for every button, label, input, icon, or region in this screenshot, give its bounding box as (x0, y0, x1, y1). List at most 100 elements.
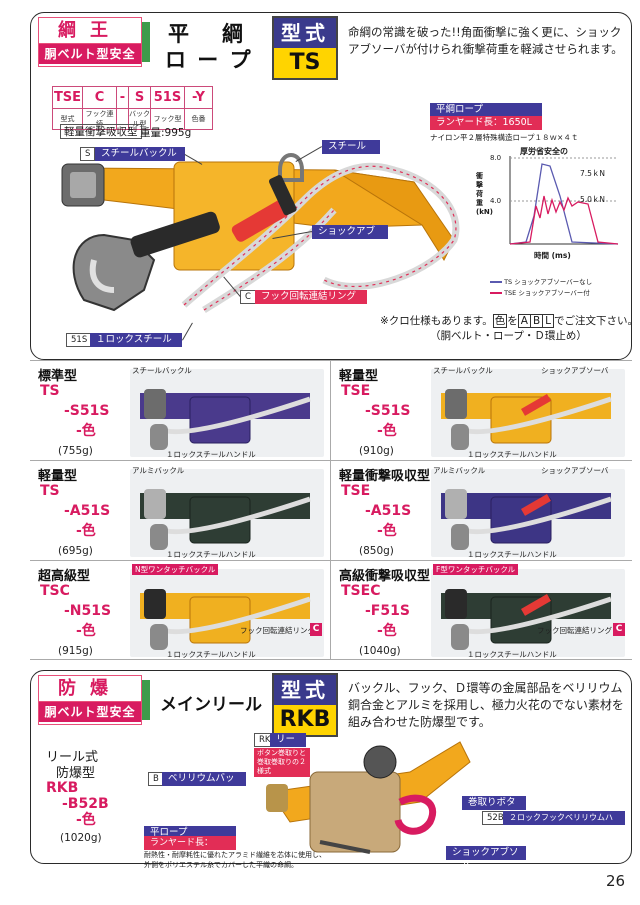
rkb-weight: (1020g) (60, 832, 102, 844)
note-prefix: ※クロ仕様もあります。 (380, 315, 493, 327)
grid-cell-5-handle: １ロックスチールハンドル (467, 650, 557, 659)
rkb-title: メインリール (160, 695, 262, 715)
ts-type-label: 型式 (274, 18, 336, 48)
grid-cell-0-code1: TS (40, 383, 60, 399)
grid-cell-0-code3: -色 (76, 423, 96, 439)
legend-tse-label: TSE ショックアブソーバー付 (504, 289, 590, 297)
rkb-code3: -色 (76, 812, 96, 828)
rkb-reel-desc: ボタン巻取りと巻取巻取りの２様式 (254, 748, 310, 777)
grid-cell-0-photo (130, 369, 324, 457)
grid-cell-1: 軽量型 TSE -S51S -色 (910g) スチールバックル ショックアブソ… (331, 360, 632, 460)
rkb-brand-bottom: 胴ベルト型安全帯 (39, 702, 141, 739)
legend-tse-swatch (490, 292, 502, 294)
grid-cell-1-weight: (910g) (359, 445, 394, 457)
ts-weight: 重量:995g (140, 127, 192, 139)
ts-s-code: S (80, 147, 96, 161)
code-buckle: S (128, 86, 151, 109)
chart-series-tse (509, 195, 619, 245)
note-color-char: 色 (492, 314, 508, 328)
note-l: L (543, 314, 555, 328)
grid-cell-3-code2: -A51S (365, 503, 412, 519)
grid-cell-4-name: 超高級型 (38, 569, 91, 584)
chart-legend-tse: TSE ショックアブソーバー付 (490, 287, 590, 297)
chart-annot-50: 5.0ｋN (580, 195, 606, 204)
grid-cell-0-weight: (755g) (58, 445, 93, 457)
note-a: A (517, 314, 531, 328)
grid-cell-2-photo (130, 469, 324, 557)
ts-green-bar (142, 22, 150, 62)
grid-cell-0: 標準型 TS -S51S -色 (755g) スチールバックル １ロックスチール… (30, 360, 330, 460)
ts-brand-tag: 綱王 胴ベルト型安全帯 (38, 17, 142, 81)
grid-cell-4-photo (130, 569, 324, 657)
grid-cell-2-code2: -A51S (64, 503, 111, 519)
note-mid: を (507, 315, 518, 327)
code-color: -Y (184, 86, 213, 109)
ts-hook-tag: １ロックスチールフック (90, 333, 182, 359)
rkb-illustration (266, 741, 471, 854)
grid-cell-3-buckle: アルミバックル (433, 466, 486, 475)
ts-d-ring-tag: スチールＤ環 (322, 140, 380, 166)
grid-cell-4-code3: -色 (76, 623, 96, 639)
grid-cell-4-code1: TSC (40, 583, 70, 599)
grid-cell-2: 軽量型 TS -A51S -色 (695g) アルミバックル １ロックスチールハ… (30, 460, 330, 560)
legend-ts-swatch (490, 281, 502, 283)
rkb-buckle-tag: ベリリウムバックル (162, 772, 246, 798)
ts-title-line2: ロ ー プ (165, 48, 253, 72)
grid-cell-5-code1: TSEC (341, 583, 381, 599)
grid-cell-5-photo (431, 569, 625, 657)
rkb-green-bar (142, 680, 150, 720)
grid-cell-4: 超高級型 TSC -N51S -色 (915g) N型ワンタッチバックル フック… (30, 560, 330, 660)
impact-chart: 厚労省安全の 衝撃荷重 (kN) 8.0 4.0 7.5ｋN 5.0ｋN 時間 … (476, 146, 626, 306)
ts-note-line2: （胴ベルト・ロープ・Ｄ環止め） (430, 330, 587, 342)
rkb-code1: RKB (46, 780, 79, 796)
grid-cell-4-buckle: N型ワンタッチバックル (132, 564, 219, 575)
grid-cell-1-photo (431, 369, 625, 457)
ts-main-illustration (61, 153, 460, 313)
grid-cell-0-buckle: スチールバックル (132, 366, 192, 375)
rkb-hook-tag: ２ロックフックベリリウムハンドル (503, 811, 625, 836)
ts-51s-code: 51S (66, 333, 93, 347)
rkb-rope-desc-2: 外側をポリエステル糸でカバーした平織の命綱。 (144, 861, 298, 869)
grid-cell-2-code1: TS (40, 483, 60, 499)
grid-cell-2-weight: (695g) (58, 545, 93, 557)
rkb-brand-top: 防爆 (39, 676, 141, 702)
ts-lanyard-tag: ランヤード長：1650L (430, 116, 542, 130)
grid-divider (330, 360, 331, 660)
rkb-name-line1: リール式 (46, 750, 99, 765)
ts-product-type: 軽量衝撃吸収型 (60, 124, 142, 139)
code-dash: - (116, 86, 129, 109)
chart-ytick-4: 4.0 (490, 197, 502, 205)
rkb-lanyard-tag: ランヤード長：1650L (144, 836, 236, 862)
grid-cell-4-c-badge: C (310, 623, 322, 636)
rkb-code2: -B52B (62, 796, 109, 812)
grid-cell-1-name: 軽量型 (339, 369, 379, 384)
rkb-description: バックル、フック、Ｄ環等の金属部品をベリリウム銅合金とアルミを採用し、極力火花の… (348, 681, 624, 729)
grid-cell-2-buckle: アルミバックル (132, 466, 185, 475)
grid-cell-5: 高級衝撃吸収型 TSEC -F51S -色 (1040g) F型ワンタッチバック… (331, 560, 632, 660)
grid-cell-5-buckle: F型ワンタッチバックル (433, 564, 519, 575)
grid-cell-1-code3: -色 (377, 423, 397, 439)
grid-cell-2-handle: １ロックスチールハンドル (166, 550, 256, 559)
chart-ylabel: 衝撃荷重 (kN) (476, 172, 493, 216)
rkb-type-code: RKB (274, 705, 336, 735)
ts-brand-top: 綱王 (39, 18, 141, 44)
chart-title: 厚労省安全の (520, 147, 568, 156)
note-b: B (530, 314, 544, 328)
rkb-type-label: 型式 (274, 675, 336, 705)
grid-cell-0-name: 標準型 (38, 369, 78, 384)
code-hook: 51S (150, 86, 185, 109)
grid-cell-3-name: 軽量衝撃吸収型 (339, 469, 431, 484)
sub-color: 色番 (184, 108, 213, 130)
chart-legend-ts: TS ショックアブソーバーなし (490, 276, 592, 286)
product-grid (30, 360, 632, 660)
grid-cell-3-handle: １ロックスチールハンドル (467, 550, 557, 559)
grid-cell-4-extra: フック回転連結リング (240, 626, 315, 635)
grid-cell-0-code2: -S51S (64, 403, 110, 419)
grid-cell-1-code2: -S51S (365, 403, 411, 419)
grid-cell-5-c-badge: C (613, 623, 625, 636)
chart-series-ts (509, 163, 619, 245)
code-hook-link: C (82, 86, 117, 109)
ts-brand-bottom: 胴ベルト型安全帯 (39, 44, 141, 81)
chart-annot-75: 7.5ｋN (580, 169, 606, 178)
